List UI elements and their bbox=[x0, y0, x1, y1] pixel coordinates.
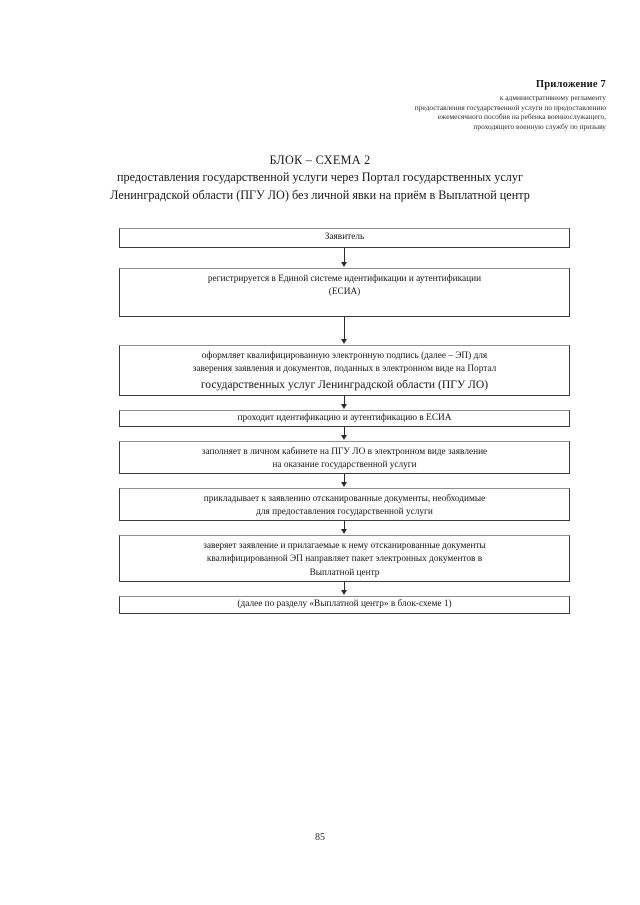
flow-arrow-4 bbox=[340, 427, 349, 441]
flow-node-issue-signature[interactable]: оформляет квалифицированную электронную … bbox=[119, 345, 570, 396]
flow-node-register-esia[interactable]: регистрируется в Единой системе идентифи… bbox=[119, 268, 570, 317]
flow-node-fill-application-line-1: заполняет в личном кабинете на ПГУ ЛО в … bbox=[201, 447, 488, 457]
annex-line-1: к административному регламенту bbox=[499, 93, 606, 103]
flow-node-certify-and-send[interactable]: заверяет заявление и прилагаемые к нему … bbox=[119, 535, 570, 582]
flow-arrow-7 bbox=[340, 582, 349, 596]
flow-node-certify-and-send-line-3: Выплатной центр bbox=[309, 567, 380, 578]
annex-line-2: предоставления государственной услуги по… bbox=[414, 102, 606, 112]
flow-node-register-esia-line-2: (ЕСИА) bbox=[328, 287, 361, 298]
flow-node-attach-documents-line-2: для предоставления государственной услуг… bbox=[256, 507, 433, 518]
flow-node-issue-signature-line-1: оформляет квалифицированную электронную … bbox=[201, 351, 488, 361]
flow-node-certify-and-send-line-1: заверяет заявление и прилагаемые к нему … bbox=[203, 541, 486, 551]
flow-node-issue-signature-line-3: государственных услуг Ленинградской обла… bbox=[200, 377, 489, 391]
flow-node-fill-application-line-2: на оказание государственной услуги bbox=[272, 460, 417, 471]
flow-node-attach-documents-line-1: прикладывает к заявлению отсканированные… bbox=[203, 494, 486, 504]
flow-node-identify-esia-text: проходит идентификацию и аутентификацию … bbox=[237, 412, 452, 423]
annex-header: Приложение 7 к административному регламе… bbox=[266, 78, 606, 131]
flow-node-identify-esia[interactable]: проходит идентификацию и аутентификацию … bbox=[119, 410, 570, 427]
flow-arrow-2 bbox=[340, 317, 349, 345]
flow-node-issue-signature-line-2: заверения заявления и документов, поданн… bbox=[192, 364, 497, 375]
flow-node-attach-documents[interactable]: прикладывает к заявлению отсканированные… bbox=[119, 488, 570, 521]
flow-node-fill-application[interactable]: заполняет в личном кабинете на ПГУ ЛО в … bbox=[119, 441, 570, 474]
flow-node-certify-and-send-line-2: квалифицированной ЭП направляет пакет эл… bbox=[206, 554, 483, 565]
flow-node-applicant-text: Заявитель bbox=[324, 232, 365, 243]
annex-line-4: проходящего военную службу по призыву bbox=[473, 121, 606, 131]
annex-line-3: ежемесячного пособия на ребенка военносл… bbox=[437, 112, 606, 122]
page-title-line-2: предоставления государственной услуги че… bbox=[117, 170, 523, 185]
page-title-line-3: Ленинградской области (ПГУ ЛО) без лично… bbox=[110, 187, 530, 202]
annex-title: Приложение 7 bbox=[535, 79, 606, 90]
page-title: БЛОК – СХЕМА 2 предоставления государств… bbox=[20, 152, 620, 204]
flow-node-applicant[interactable]: Заявитель bbox=[119, 228, 570, 248]
flow-node-continue-reference-text: (далее по разделу «Выплатной центр» в бл… bbox=[237, 599, 452, 610]
flow-node-register-esia-line-1: регистрируется в Единой системе идентифи… bbox=[207, 274, 482, 284]
page-number: 85 bbox=[315, 832, 325, 843]
page-title-line-1: БЛОК – СХЕМА 2 bbox=[269, 153, 371, 167]
flow-arrow-1 bbox=[340, 248, 349, 268]
flow-node-continue-reference[interactable]: (далее по разделу «Выплатной центр» в бл… bbox=[119, 596, 570, 614]
flow-arrow-6 bbox=[340, 521, 349, 535]
flow-arrow-3 bbox=[340, 396, 349, 410]
flow-arrow-5 bbox=[340, 474, 349, 488]
